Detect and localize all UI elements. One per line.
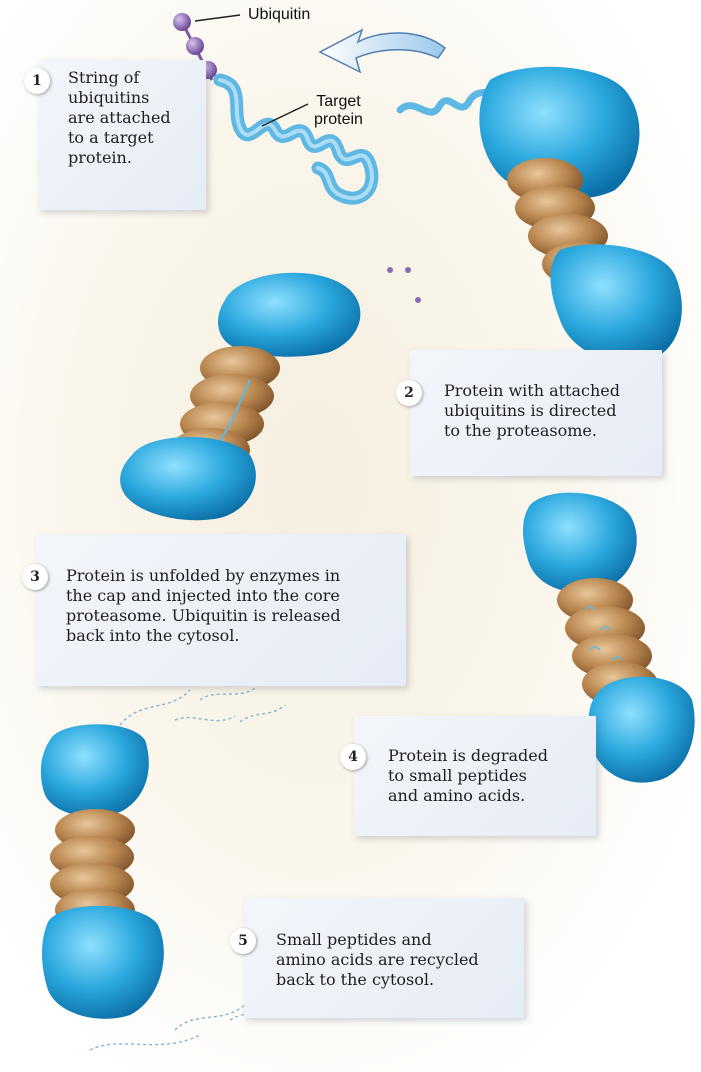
proteasome-step3 — [120, 273, 360, 520]
ubiquitin-leader-line — [195, 15, 240, 21]
step-description: String of ubiquitins are attached to a t… — [68, 68, 171, 168]
curved-arrow — [320, 30, 445, 72]
step-description: Small peptides and amino acids are recyc… — [276, 930, 479, 990]
step-number-badge: 4 — [340, 744, 366, 770]
callout-step-3: 3 Protein is unfolded by enzymes in the … — [36, 534, 406, 686]
ubiquitin-label: Ubiquitin — [248, 6, 310, 24]
callout-step-1: 1 String of ubiquitins are attached to a… — [38, 60, 206, 210]
step-number-badge: 1 — [24, 68, 50, 94]
step-number-badge: 5 — [230, 928, 256, 954]
step-description: Protein is degraded to small peptides an… — [388, 746, 548, 806]
callout-step-2: 2 Protein with attached ubiquitins is di… — [410, 350, 662, 476]
step-number-badge: 2 — [396, 380, 422, 406]
callout-step-4: 4 Protein is degraded to small peptides … — [354, 716, 596, 836]
target-protein-leader-line — [262, 104, 308, 126]
step-number-badge: 3 — [22, 564, 48, 590]
proteasome-step2 — [400, 67, 682, 363]
step-description: Protein with attached ubiquitins is dire… — [444, 381, 620, 441]
released-ubiquitin — [387, 267, 421, 303]
callout-step-5: 5 Small peptides and amino acids are rec… — [244, 898, 524, 1018]
target-protein-label: Target protein — [314, 93, 363, 129]
step-description: Protein is unfolded by enzymes in the ca… — [66, 566, 341, 646]
proteasome-step5 — [41, 724, 164, 1019]
